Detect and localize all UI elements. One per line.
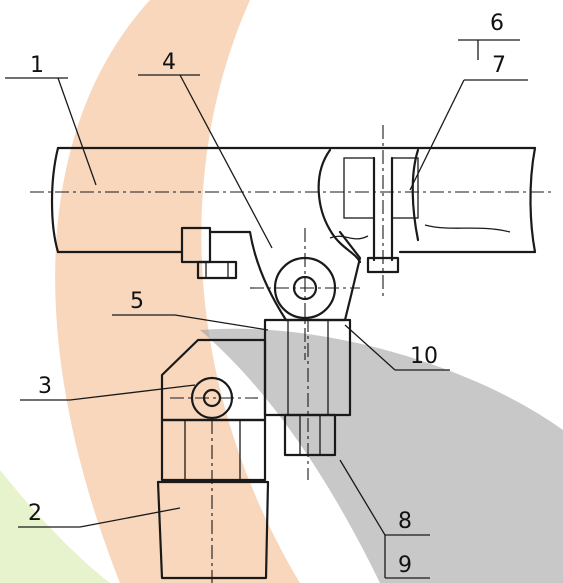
watermark-orange-swoosh [55,0,300,583]
post-part-2 [156,418,270,583]
label-part-4: 4 [162,50,176,75]
section-cutaway [317,125,511,300]
label-part-1: 1 [30,53,44,78]
watermark-green-swoosh [0,470,110,583]
watermark-gray-swoosh [200,328,563,583]
label-part-2: 2 [28,501,42,526]
part-labels: 1 2 3 4 5 6 7 8 9 10 [28,11,506,578]
label-part-5: 5 [130,289,144,314]
arm-part-3 [160,338,267,422]
label-part-7: 7 [492,53,506,78]
nut-part-8 [283,413,337,457]
left-clamp [180,226,238,280]
label-part-8: 8 [398,509,412,534]
label-part-6: 6 [490,11,504,36]
label-part-3: 3 [38,374,52,399]
label-part-10: 10 [410,344,438,369]
label-part-9: 9 [398,553,412,578]
tube-part-1 [30,146,555,254]
leader-lines [5,39,528,579]
